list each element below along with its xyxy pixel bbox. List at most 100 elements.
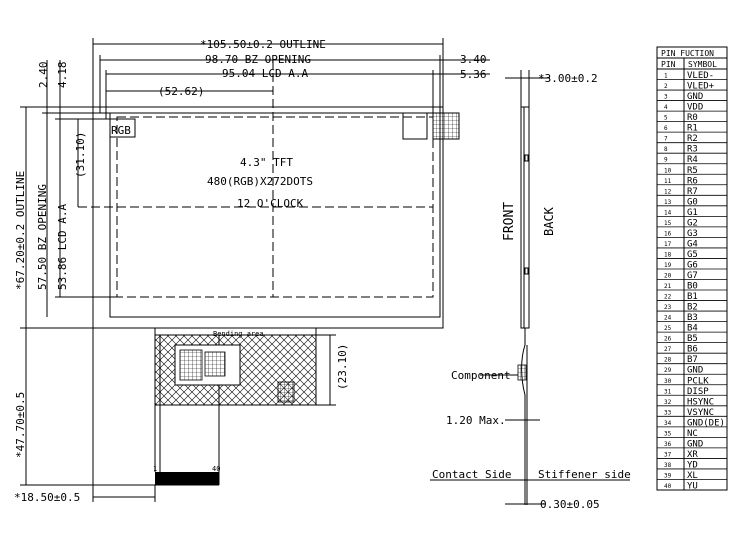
pin-number: 19 <box>664 262 672 269</box>
stiffener-side-label: Stiffener side <box>538 468 631 481</box>
dim-thickness: *3.00±0.2 <box>538 72 598 85</box>
side-view <box>517 106 530 505</box>
pin-symbol: G6 <box>687 260 698 270</box>
pin-number: 10 <box>664 167 672 174</box>
pin-number: 30 <box>664 378 672 385</box>
pin-number: 28 <box>664 357 672 364</box>
resolution-label: 480(RGB)X272DOTS <box>207 175 313 188</box>
dim-center-y: (31.10) <box>74 132 87 178</box>
pin-number: 40 <box>664 483 672 490</box>
dim-lcd-aa-width: 95.04 LCD A.A <box>222 67 308 80</box>
pin-symbol: YD <box>687 460 698 470</box>
dimension-lines <box>20 38 630 505</box>
pin-number: 24 <box>664 315 672 322</box>
pin-symbol: B0 <box>687 282 698 292</box>
dim-stiffener-thickness: 0.30±0.05 <box>540 498 600 511</box>
pin-number: 32 <box>664 399 672 406</box>
fpc-cable <box>154 328 317 486</box>
pin-symbol: R4 <box>687 155 698 165</box>
pin-number: 34 <box>664 420 672 427</box>
pin-table-header-pin: PIN <box>661 60 676 69</box>
pin-number: 20 <box>664 273 672 280</box>
pin-symbol: DISP <box>687 387 709 397</box>
dim-offset-top-1: 2.40 <box>37 62 50 89</box>
front-label: FRONT <box>502 202 517 241</box>
pin-symbol: B4 <box>687 324 698 334</box>
pin-number: 7 <box>664 136 668 143</box>
pin-symbol: HSYNC <box>687 397 714 407</box>
dim-offset-right-1: 3.40 <box>460 53 487 66</box>
pin-number: 38 <box>664 462 672 469</box>
pin-number: 35 <box>664 430 672 437</box>
pin-symbol: G4 <box>687 239 698 249</box>
pin-first-label: 1 <box>153 465 157 473</box>
pin-number: 27 <box>664 346 672 353</box>
pin-symbol: XL <box>687 471 698 481</box>
pin-symbol: GND <box>687 92 703 102</box>
pin-number: 4 <box>664 104 668 111</box>
product-size-label: 4.3" TFT <box>240 156 293 169</box>
component-label: Component <box>451 369 511 382</box>
pin-symbol: GND <box>687 366 703 376</box>
pin-symbol: GND <box>687 439 703 449</box>
dim-bz-width: 98.70 BZ OPENING <box>205 53 311 66</box>
bending-area-label: Bending area <box>213 330 264 338</box>
pin-symbol: R1 <box>687 124 698 134</box>
dim-outline-height: *67.20±0.2 OUTLINE <box>14 171 27 290</box>
pin-number: 15 <box>664 220 672 227</box>
pin-number: 26 <box>664 336 672 343</box>
dim-fpc-thickness: 1.20 Max. <box>446 414 506 427</box>
pin-symbol: VSYNC <box>687 408 714 418</box>
pin-symbol: NC <box>687 429 698 439</box>
contact-side-label: Contact Side <box>432 468 511 481</box>
pin-symbol: R6 <box>687 176 698 186</box>
dim-offset-right-2: 5.36 <box>460 68 487 81</box>
dim-stiffener-length: (23.10) <box>336 344 349 390</box>
dim-fpc-length: *47.70±0.5 <box>14 392 27 458</box>
dim-lcd-aa-height: 53.86 LCD A.A <box>56 204 69 290</box>
pin-number: 8 <box>664 146 668 153</box>
pin-symbol: R2 <box>687 134 698 144</box>
pin-number: 2 <box>664 83 668 90</box>
pin-number: 33 <box>664 409 672 416</box>
pin-symbol: PCLK <box>687 376 709 386</box>
pin-symbol: B7 <box>687 355 698 365</box>
pin-number: 21 <box>664 283 672 290</box>
pin-symbol: GND(DE) <box>687 418 725 428</box>
pin-number: 36 <box>664 441 672 448</box>
pin-number: 23 <box>664 304 672 311</box>
pin-symbol: VLED- <box>687 71 714 81</box>
pin-last-label: 40 <box>212 465 220 473</box>
pin-symbol: VDD <box>687 103 703 113</box>
pin-number: 3 <box>664 94 668 101</box>
pin-symbol: G3 <box>687 229 698 239</box>
pin-symbol: R7 <box>687 187 698 197</box>
rgb-label: RGB <box>111 124 131 137</box>
pin-number: 37 <box>664 451 672 458</box>
pin-number: 1 <box>664 73 668 80</box>
pin-number: 31 <box>664 388 672 395</box>
pin-number: 12 <box>664 188 672 195</box>
pin-number: 11 <box>664 178 672 185</box>
pin-symbol: B1 <box>687 292 698 302</box>
pin-number: 16 <box>664 230 672 237</box>
dim-fpc-width: *18.50±0.5 <box>14 491 80 504</box>
dim-center-x: (52.62) <box>158 85 204 98</box>
dim-offset-top-2: 4.18 <box>56 62 69 89</box>
pin-symbol: R3 <box>687 145 698 155</box>
pin-number: 39 <box>664 472 672 479</box>
pin-symbol: G5 <box>687 250 698 260</box>
pin-table-header-symbol: SYMBOL <box>688 60 717 69</box>
pin-symbol: B3 <box>687 313 698 323</box>
pin-symbol: XR <box>687 450 698 460</box>
pin-number: 6 <box>664 125 668 132</box>
pin-number: 18 <box>664 251 672 258</box>
pin-symbol: YU <box>687 482 698 492</box>
pin-symbol: VLED+ <box>687 82 715 92</box>
pin-number: 25 <box>664 325 672 332</box>
pin-number: 5 <box>664 115 668 122</box>
pin-number: 14 <box>664 209 672 216</box>
pin-symbol: B5 <box>687 334 698 344</box>
